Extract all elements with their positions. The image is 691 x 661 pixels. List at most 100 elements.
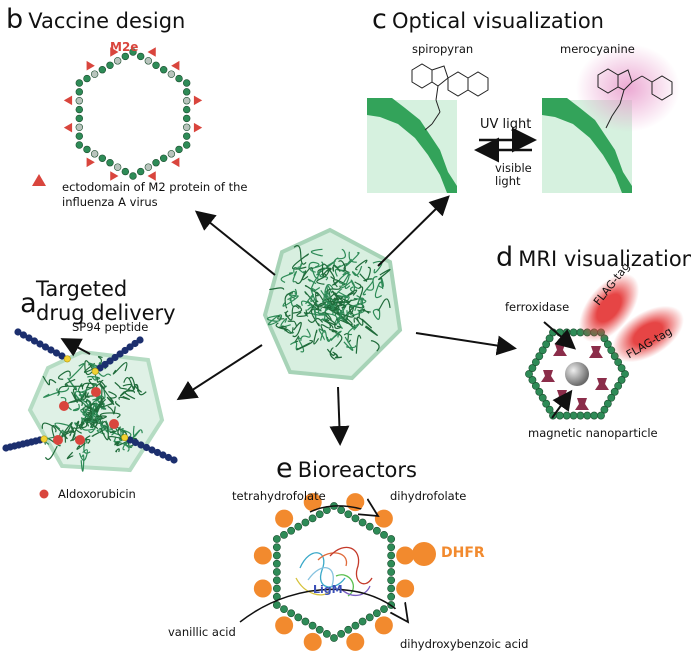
aldoxorubicin-dot <box>109 419 119 429</box>
flag-tag-blob-1 <box>578 273 640 343</box>
sp94-bead <box>41 343 50 351</box>
sp94-bead <box>47 346 55 354</box>
protein-ribbon <box>106 396 115 406</box>
protein-ribbon <box>336 296 350 309</box>
protein-ribbon <box>66 451 74 460</box>
protein-ribbon <box>338 260 346 272</box>
mri-subunit <box>535 352 544 361</box>
bioreactor-subunit <box>351 621 360 630</box>
protein-ribbon <box>345 252 360 267</box>
mri-subunit <box>562 411 571 420</box>
vaccine-subunit <box>90 150 99 158</box>
spiropyran-panel <box>367 63 489 193</box>
protein-ribbon <box>335 288 350 303</box>
mri-subunit <box>542 340 551 349</box>
protein-ribbon <box>336 310 355 318</box>
protein-ribbon <box>308 261 320 269</box>
m2e-triangle <box>86 60 95 71</box>
protein-ribbon <box>88 418 98 428</box>
protein-ribbon <box>64 378 84 387</box>
panel-a-title: Targeted drug delivery <box>36 277 176 325</box>
protein-ribbon <box>378 268 391 281</box>
bioreactor-subunit <box>272 551 281 560</box>
protein-ribbon <box>323 297 337 307</box>
protein-ribbon <box>123 376 135 390</box>
protein-ribbon <box>355 334 362 354</box>
protein-ribbon <box>132 425 143 437</box>
vaccine-subunit <box>167 70 176 78</box>
sp94-bead <box>159 451 167 459</box>
dhfr-enzyme <box>374 509 393 528</box>
vaccine-subunit <box>175 74 183 83</box>
enzyme-structure <box>295 546 373 597</box>
dhfr-enzyme <box>275 509 294 528</box>
mri-subunit <box>617 364 626 372</box>
mri-subunit <box>535 387 544 396</box>
vaccine-subunit <box>182 97 191 105</box>
vaccine-subunit <box>152 159 160 167</box>
bioreactor-subunit <box>380 530 388 539</box>
protein-ribbon <box>41 422 57 433</box>
vaccine-subunit <box>75 88 84 96</box>
protein-ribbon <box>347 289 358 297</box>
protein-ribbon <box>57 383 69 394</box>
protein-ribbon <box>105 430 124 436</box>
bioreactor-subunit <box>272 584 281 593</box>
sp94-bead <box>2 444 10 452</box>
vaccine-subunit <box>167 150 176 158</box>
protein-ribbon <box>331 264 341 273</box>
mri-subunit <box>576 411 585 420</box>
protein-ribbon <box>96 376 107 388</box>
protein-ribbon <box>353 317 364 326</box>
protein-ribbon <box>288 288 298 299</box>
vaccine-subunit <box>75 123 84 131</box>
protein-ribbon <box>69 398 83 407</box>
protein-ribbon <box>281 325 294 334</box>
delivery-cage <box>2 328 178 473</box>
tetrahydrofolate-label: tetrahydrofolate <box>232 489 326 503</box>
vaccine-subunit <box>182 88 191 96</box>
protein-ribbon <box>318 328 326 341</box>
sp94-bead <box>52 349 61 357</box>
protein-ribbon <box>310 248 323 257</box>
ferroxidase-enzyme <box>589 346 603 358</box>
protein-ribbon <box>321 267 331 277</box>
protein-ribbon <box>307 278 317 285</box>
sp94-bead <box>126 343 134 351</box>
mri-subunit <box>545 334 554 343</box>
sp94-bead <box>25 334 33 342</box>
arrow-to-bioreactors <box>329 386 350 446</box>
protein-ribbon <box>113 436 119 443</box>
dhfr-reaction-arrow <box>309 506 378 516</box>
vaccine-subunit <box>182 114 191 123</box>
panel-e-heading: e Bioreactors <box>276 453 417 484</box>
protein-ribbon <box>334 268 351 277</box>
aldoxorubicin-dot <box>53 435 63 445</box>
sp94-bead <box>121 346 129 355</box>
protein-ribbon <box>275 322 289 331</box>
nanoparticle-pointer <box>551 389 573 419</box>
vaccine-subunit <box>83 74 91 83</box>
bioreactor-subunit <box>387 535 396 543</box>
protein-ribbon <box>78 449 88 461</box>
protein-ribbon <box>84 405 98 412</box>
protein-ribbon <box>338 272 347 285</box>
dhfr-enzyme <box>303 632 322 651</box>
mri-subunit <box>562 328 571 337</box>
mri-subunit <box>538 346 547 355</box>
protein-ribbon <box>124 390 136 400</box>
bioreactor-subunit <box>387 568 396 576</box>
sp94-bead <box>126 436 134 444</box>
m2e-legend-triangle <box>32 174 46 186</box>
sp94-bead <box>131 438 140 447</box>
protein-ribbon <box>304 284 319 297</box>
protein-ribbon <box>377 277 384 290</box>
protein-ribbon <box>345 345 357 349</box>
visible-light-label: visible light <box>495 161 532 188</box>
vaccine-subunit <box>129 172 137 180</box>
sp94-pointer <box>60 338 91 357</box>
protein-ribbon <box>277 315 285 320</box>
sp94-bead <box>106 357 114 365</box>
protein-ribbon <box>319 272 329 281</box>
